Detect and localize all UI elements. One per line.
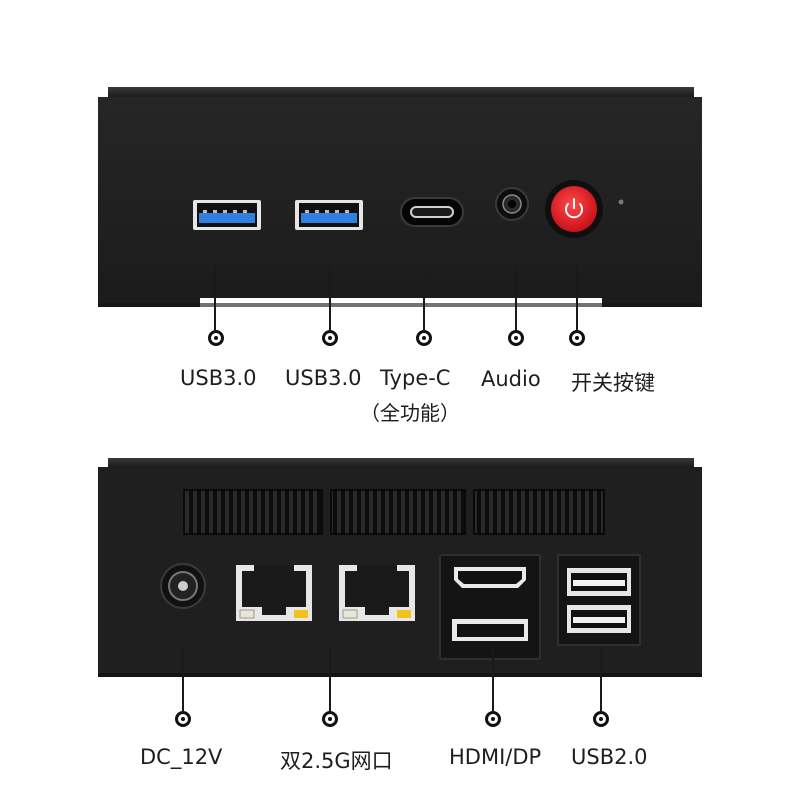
label-usb3-right: USB3.0	[285, 366, 362, 390]
audio-jack	[495, 187, 529, 221]
callout-dot-dc	[175, 711, 191, 727]
status-led	[618, 199, 624, 205]
callout-dot-typec	[416, 330, 432, 346]
label-hdmi-dp: HDMI/DP	[449, 745, 542, 769]
vent-grille	[183, 489, 605, 535]
callout-dot-lan	[322, 711, 338, 727]
label-audio: Audio	[481, 367, 541, 391]
label-usb2: USB2.0	[571, 745, 648, 769]
usb3-port-left	[193, 200, 261, 230]
callout-dot-power	[569, 330, 585, 346]
label-usb3-left: USB3.0	[180, 366, 257, 390]
usb-c-port	[400, 197, 464, 227]
callout-dot-hdmi-dp	[485, 711, 501, 727]
label-power: 开关按键	[571, 371, 655, 395]
hdmi-port-icon	[454, 567, 526, 588]
front-chassis	[98, 97, 702, 307]
dc-jack-icon	[160, 563, 206, 609]
callout-dot-usb3-left	[208, 330, 224, 346]
power-icon	[565, 198, 583, 219]
front-lid	[108, 87, 694, 99]
usb2-port-bottom	[567, 605, 631, 633]
callout-dot-usb3-right	[322, 330, 338, 346]
displayport-icon	[452, 619, 528, 641]
rear-lid	[108, 458, 694, 469]
label-dc: DC_12V	[140, 745, 223, 769]
callout-dot-audio	[508, 330, 524, 346]
front-panel-illustration	[98, 87, 702, 330]
usb2-port-top	[567, 568, 631, 596]
ethernet-port-1	[236, 565, 312, 621]
label-typec-note: （全功能）	[360, 401, 460, 425]
usb3-port-right	[295, 200, 363, 230]
power-button	[545, 180, 603, 238]
label-lan: 双2.5G网口	[280, 749, 393, 773]
callout-dot-usb2	[593, 711, 609, 727]
label-typec: Type-C	[380, 366, 451, 390]
ethernet-port-2	[339, 565, 415, 621]
rear-panel-illustration	[98, 458, 702, 711]
